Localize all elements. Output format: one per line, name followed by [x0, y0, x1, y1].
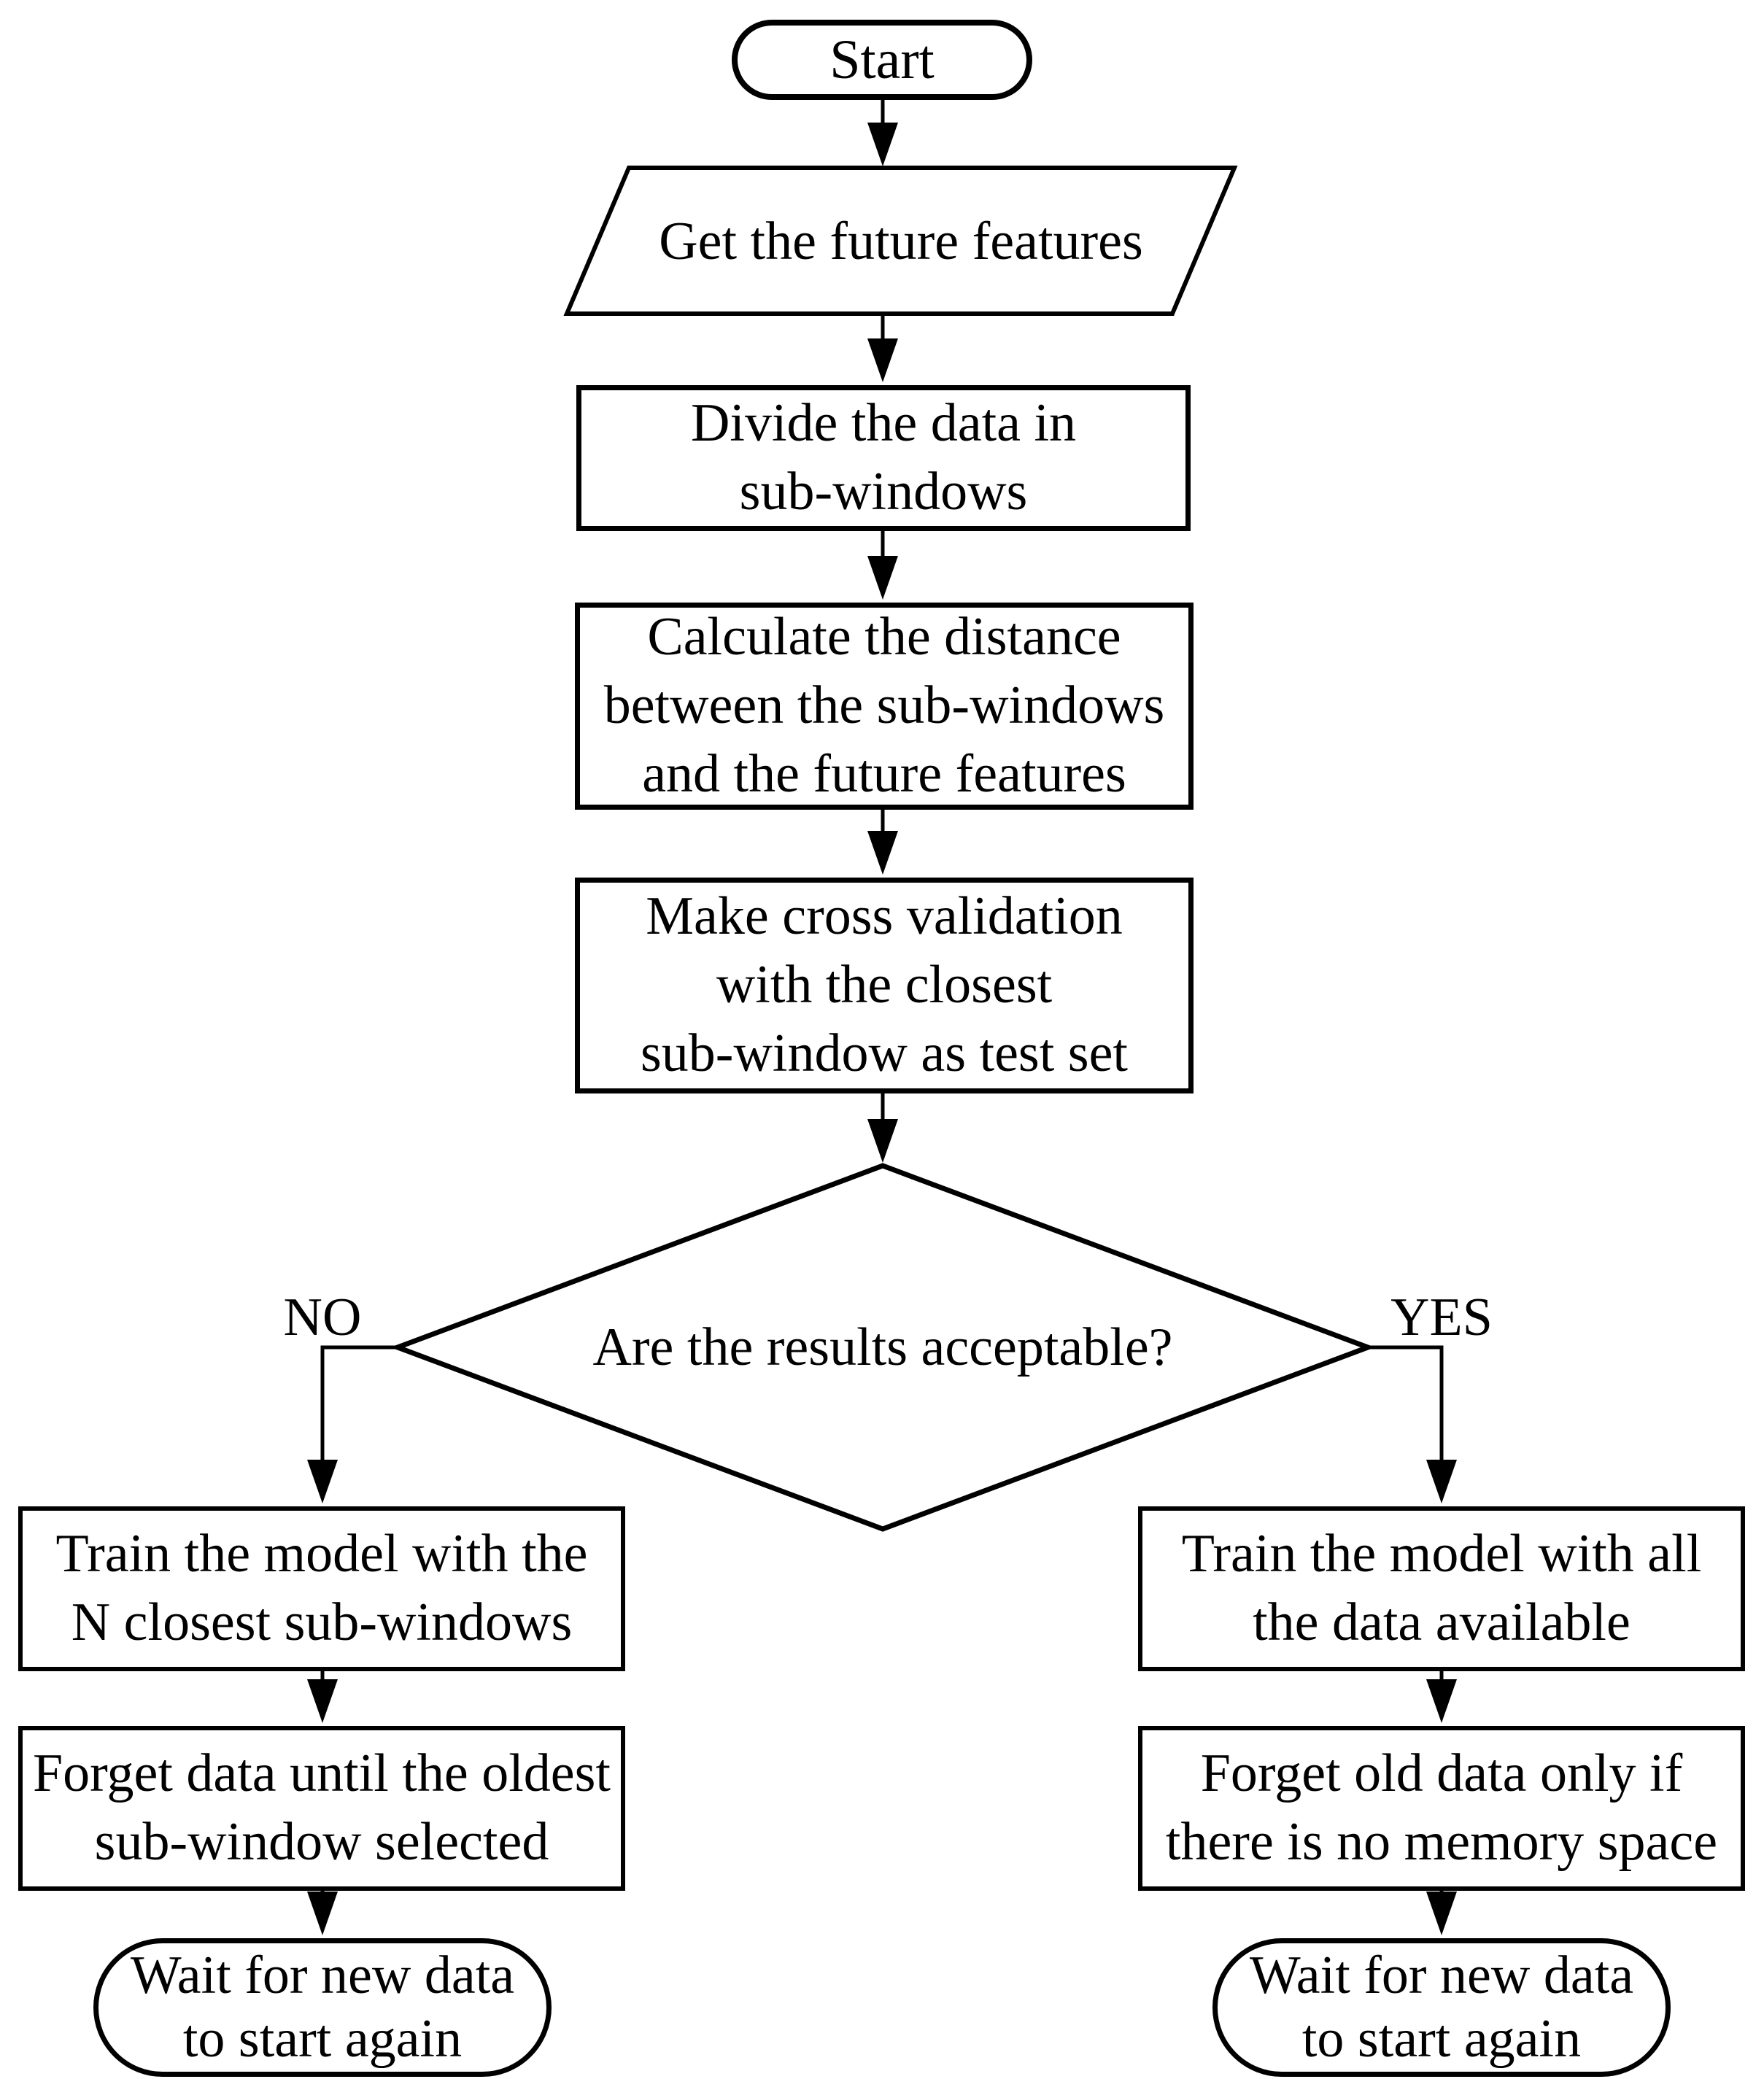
arrow-train-left-to-forget-left-head [307, 1679, 338, 1723]
start-node: Start [732, 20, 1032, 100]
yes-branch-label: YES [1390, 1287, 1493, 1347]
decision-diamond-shape [390, 1163, 1375, 1532]
arrow-train-right-to-forget-right-head [1426, 1679, 1457, 1723]
decision-question-label: Are the results acceptable? [592, 1317, 1173, 1377]
process-train-n-closest-label: Train the model with the N closest sub-w… [55, 1524, 588, 1652]
process-train-all-data: Train the model with all the data availa… [1138, 1506, 1745, 1671]
arrow-yes-branch-head [1426, 1460, 1457, 1503]
terminator-wait-left: Wait for new data to start again [93, 1938, 552, 2077]
process-calculate-distance: Calculate the distance between the sub-w… [575, 603, 1194, 810]
no-branch-label: NO [283, 1287, 362, 1347]
arrow-crossval-to-decision-head [867, 1119, 898, 1163]
arrow-forget-right-to-wait-right-head [1426, 1892, 1457, 1935]
process-train-n-closest: Train the model with the N closest sub-w… [18, 1506, 625, 1671]
process-forget-no-memory: Forget old data only if there is no memo… [1138, 1726, 1745, 1891]
process-divide-data: Divide the data in sub-windows [576, 385, 1191, 531]
process-cross-validation: Make cross validation with the closest s… [575, 878, 1194, 1093]
arrow-no-branch-head [307, 1460, 338, 1503]
process-cross-validation-label: Make cross validation with the closest s… [641, 886, 1128, 1083]
terminator-wait-right: Wait for new data to start again [1212, 1938, 1671, 2077]
terminator-wait-right-label: Wait for new data to start again [1249, 1945, 1634, 2069]
arrow-no-branch-line [320, 1345, 398, 1463]
start-node-label: Start [829, 28, 935, 90]
process-train-all-data-label: Train the model with all the data availa… [1181, 1524, 1702, 1652]
arrow-calculate-to-crossval-head [867, 831, 898, 875]
terminator-wait-left-label: Wait for new data to start again [130, 1945, 515, 2069]
process-forget-until-oldest: Forget data until the oldest sub-window … [18, 1726, 625, 1891]
process-divide-data-label: Divide the data in sub-windows [690, 393, 1077, 522]
arrow-forget-left-to-wait-left-head [307, 1892, 338, 1935]
io-parallelogram-shape [563, 166, 1238, 316]
arrow-divide-to-calculate-head [867, 556, 898, 600]
arrow-input-to-divide-head [867, 338, 898, 382]
io-get-future-features-label: Get the future features [659, 211, 1143, 271]
process-calculate-distance-label: Calculate the distance between the sub-w… [603, 607, 1165, 804]
process-forget-until-oldest-label: Forget data until the oldest sub-window … [33, 1743, 611, 1872]
process-forget-no-memory-label: Forget old data only if there is no memo… [1165, 1743, 1718, 1872]
arrow-start-to-input-head [867, 123, 898, 166]
arrow-yes-branch-line [1368, 1345, 1444, 1463]
